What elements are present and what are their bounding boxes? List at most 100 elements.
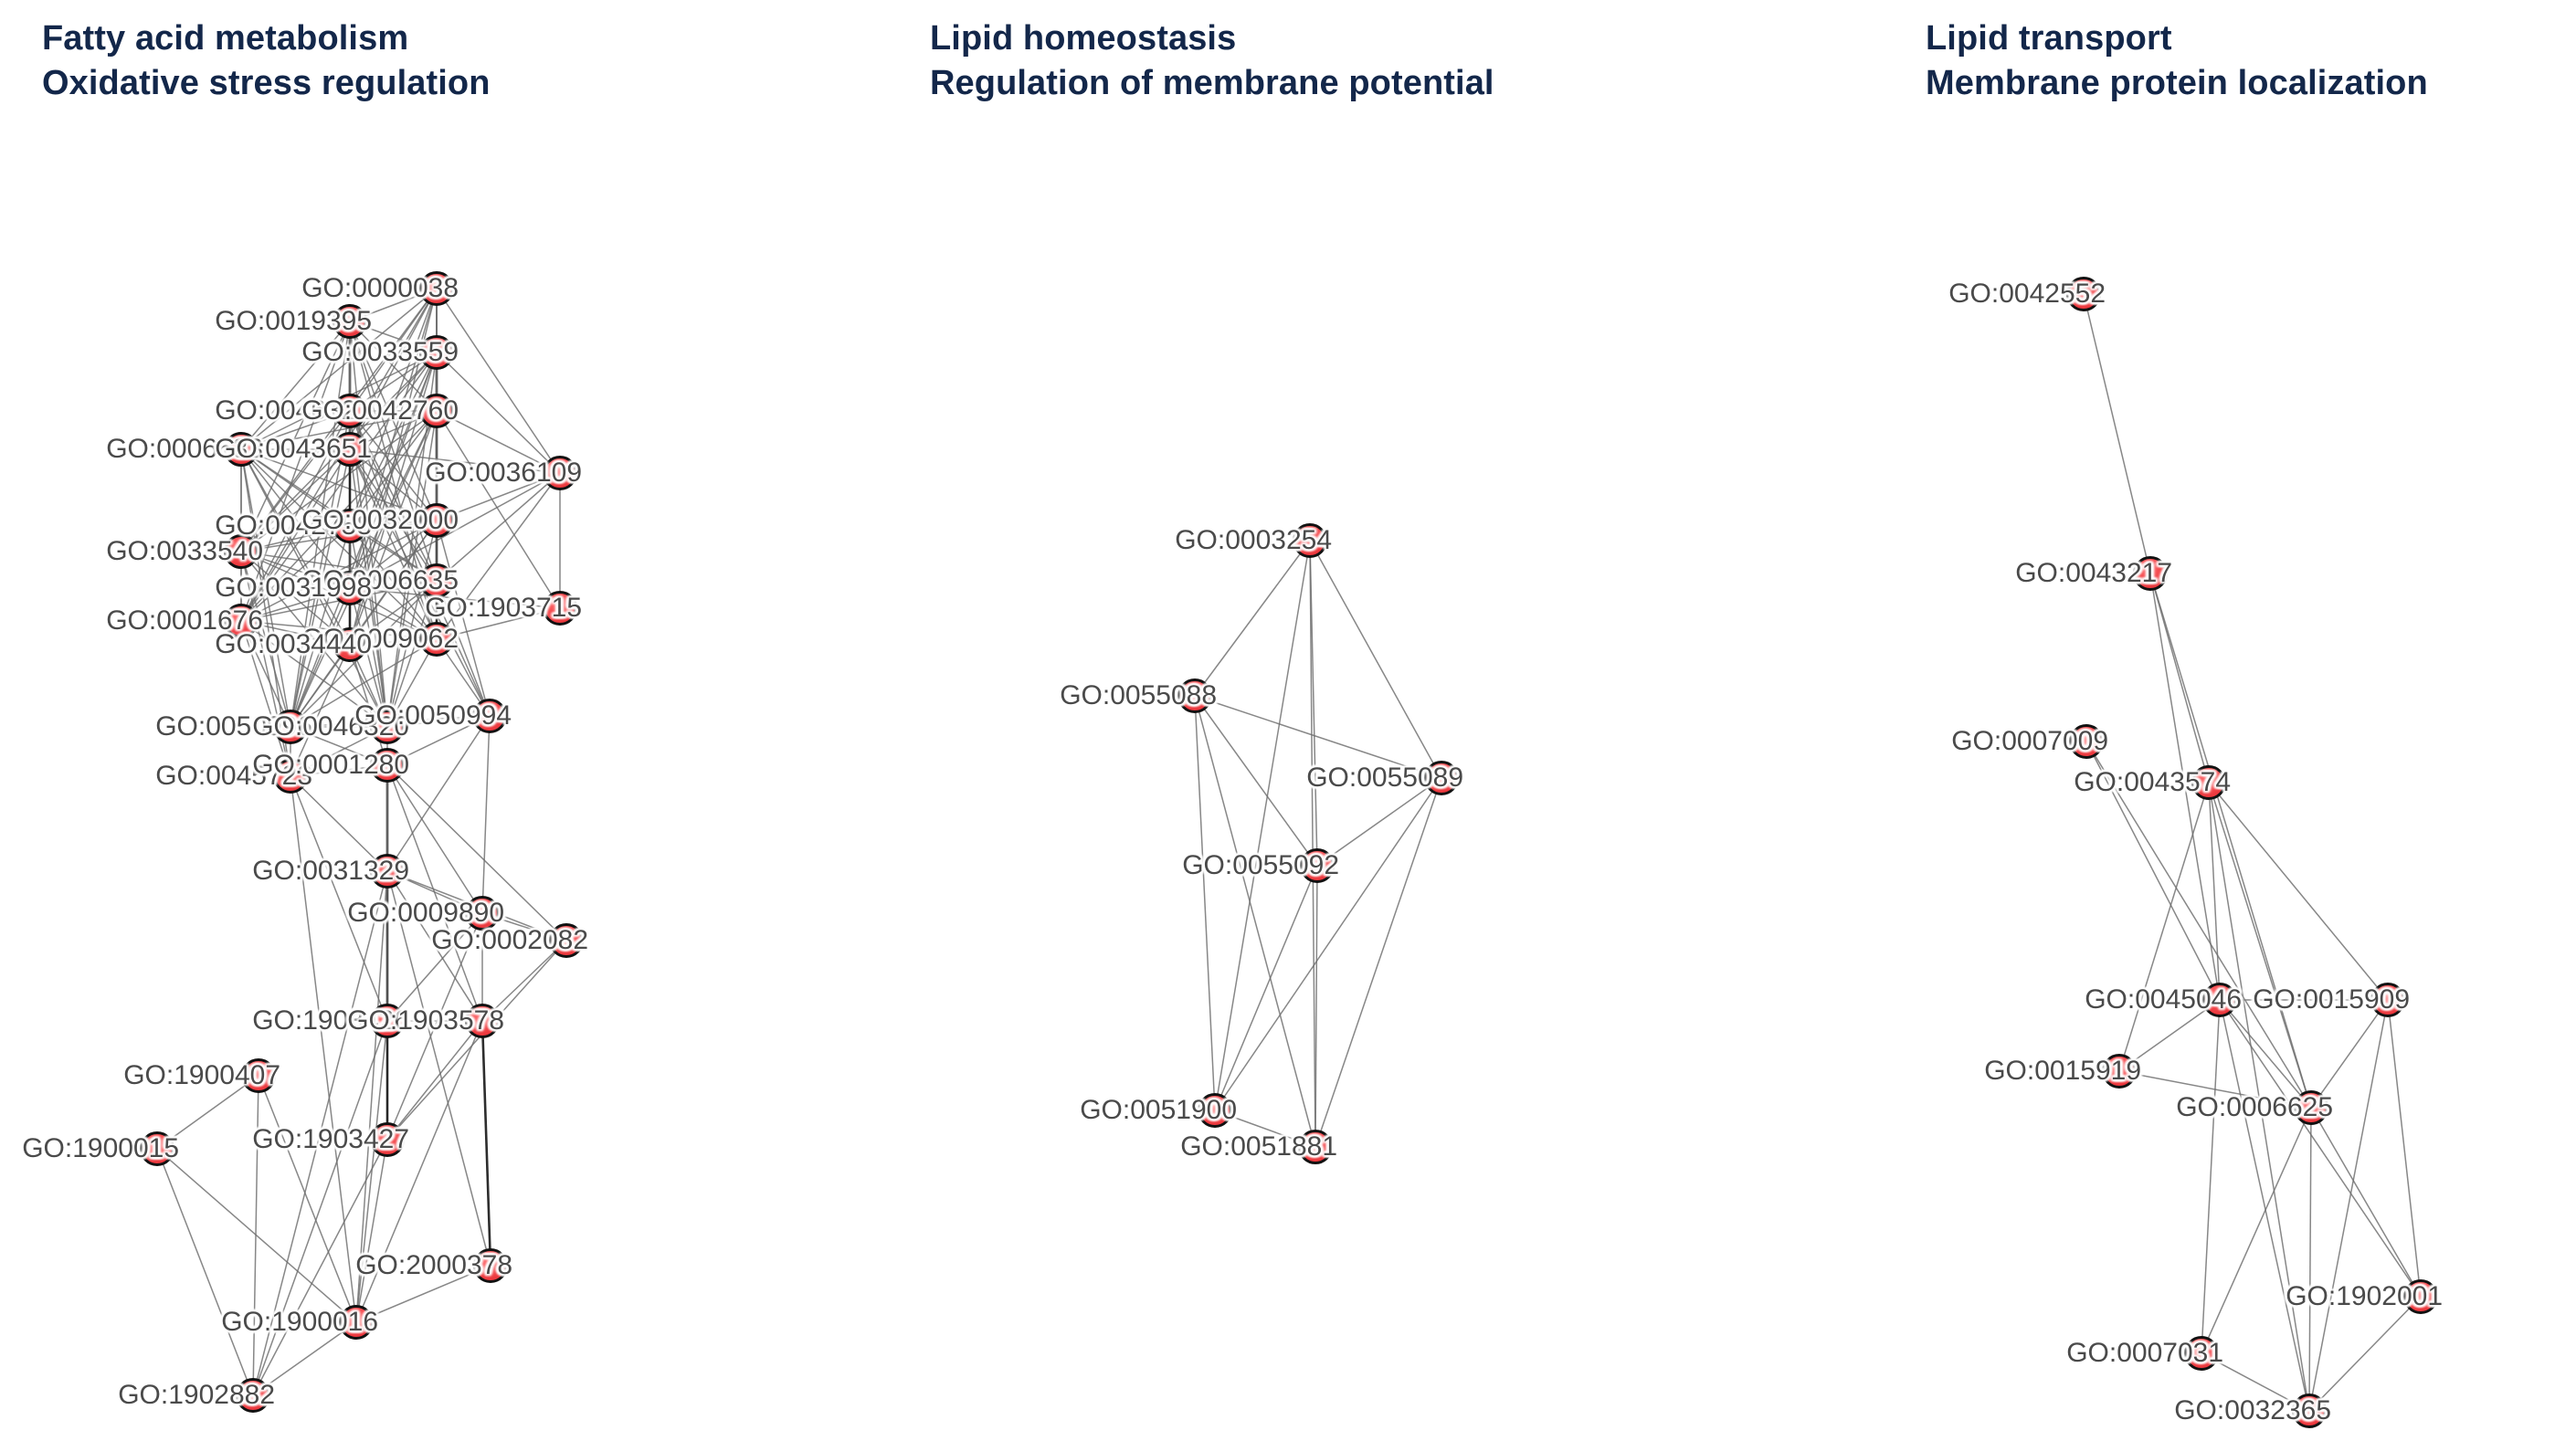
go-term-node[interactable] xyxy=(2294,1090,2328,1125)
network-edge xyxy=(386,912,483,1022)
network-edge xyxy=(240,410,438,450)
go-term-node[interactable] xyxy=(543,456,577,490)
go-term-node[interactable] xyxy=(2370,983,2405,1017)
go-term-node[interactable] xyxy=(236,1378,270,1413)
network-edge xyxy=(349,448,561,474)
go-term-node[interactable] xyxy=(370,710,405,744)
network-edge xyxy=(436,472,561,582)
go-term-node[interactable] xyxy=(241,1058,276,1093)
network-edge xyxy=(436,472,561,521)
go-term-node[interactable] xyxy=(549,923,584,958)
panel-lipid-transport: Lipid transport Membrane protein localiz… xyxy=(1873,0,2576,1441)
go-term-node[interactable] xyxy=(273,710,308,744)
network-edge xyxy=(1214,540,1311,1111)
go-term-node[interactable] xyxy=(140,1131,174,1166)
network-edge xyxy=(1214,865,1318,1111)
go-term-node[interactable] xyxy=(273,759,308,794)
go-term-node[interactable] xyxy=(370,748,405,783)
network-edge xyxy=(2083,293,2151,574)
network-edge xyxy=(2201,1107,2312,1354)
go-term-node[interactable] xyxy=(1298,1130,1333,1164)
go-term-node[interactable] xyxy=(1198,1093,1232,1128)
network-edge xyxy=(481,715,491,914)
go-term-node[interactable] xyxy=(472,699,507,733)
network-edge xyxy=(1194,540,1311,697)
network-edge xyxy=(349,520,438,589)
go-term-node[interactable] xyxy=(333,509,367,543)
go-term-node[interactable] xyxy=(1300,848,1335,883)
go-term-node[interactable] xyxy=(465,896,500,931)
panel-title-3: Lipid transport Membrane protein localiz… xyxy=(1926,16,2428,105)
network-edge xyxy=(2308,999,2389,1412)
go-term-node[interactable] xyxy=(419,503,454,538)
go-term-node[interactable] xyxy=(2403,1279,2438,1314)
network-edge xyxy=(355,1265,491,1323)
network-edge xyxy=(349,321,438,582)
network-edge xyxy=(240,551,438,582)
network-edge xyxy=(436,472,561,640)
network-edge xyxy=(2085,741,2221,1001)
go-term-node[interactable] xyxy=(419,271,454,306)
network-edge xyxy=(436,352,561,474)
go-term-node[interactable] xyxy=(2102,1054,2137,1089)
go-term-node[interactable] xyxy=(419,335,454,370)
network-edge xyxy=(240,410,351,552)
go-term-node[interactable] xyxy=(2133,556,2168,591)
go-term-node[interactable] xyxy=(224,432,259,467)
go-term-node[interactable] xyxy=(1293,523,1327,558)
network-edge xyxy=(436,580,491,717)
network-edge xyxy=(240,321,351,552)
network-edge xyxy=(240,525,351,622)
network-edge xyxy=(1314,865,1318,1148)
go-term-node[interactable] xyxy=(333,432,367,467)
go-term-node[interactable] xyxy=(2292,1394,2327,1428)
go-term-node[interactable] xyxy=(2066,277,2101,311)
go-term-node[interactable] xyxy=(419,622,454,657)
network-edge xyxy=(290,587,351,728)
network-edge xyxy=(386,870,483,1022)
go-term-node[interactable] xyxy=(465,1004,500,1038)
go-term-node[interactable] xyxy=(1177,678,1212,713)
network-edge xyxy=(290,775,388,1022)
panel-title-3-line1: Lipid transport xyxy=(1926,19,2172,58)
go-term-node[interactable] xyxy=(370,1004,405,1038)
go-term-node[interactable] xyxy=(543,591,577,626)
network-edge xyxy=(2310,999,2389,1109)
network-edge xyxy=(386,715,491,766)
network-edge xyxy=(386,1020,483,1141)
network-edge xyxy=(240,448,388,728)
go-term-node[interactable] xyxy=(2069,724,2104,759)
go-term-node[interactable] xyxy=(333,627,367,662)
go-term-node[interactable] xyxy=(2191,765,2226,800)
network-edge xyxy=(2219,999,2310,1412)
network-edge xyxy=(349,448,388,728)
go-term-node[interactable] xyxy=(2202,983,2237,1017)
go-term-node[interactable] xyxy=(333,304,367,339)
network-edge xyxy=(349,288,438,527)
network-edge xyxy=(290,775,357,1323)
go-term-node[interactable] xyxy=(419,563,454,598)
go-term-node[interactable] xyxy=(333,571,367,605)
network-edge xyxy=(240,551,351,589)
network-edge xyxy=(480,1020,492,1267)
go-term-node[interactable] xyxy=(2184,1336,2219,1371)
go-term-node[interactable] xyxy=(370,1122,405,1157)
network-edge xyxy=(2310,1107,2422,1298)
panel-lipid-homeostasis: Lipid homeostasis Regulation of membrane… xyxy=(913,0,1873,1441)
go-term-node[interactable] xyxy=(473,1248,508,1283)
network-edge xyxy=(290,352,438,728)
network-edge xyxy=(349,644,388,766)
go-term-node[interactable] xyxy=(339,1305,374,1340)
panel-title-2: Lipid homeostasis Regulation of membrane… xyxy=(930,16,1494,105)
go-term-node[interactable] xyxy=(224,534,259,569)
go-term-node[interactable] xyxy=(1424,761,1459,795)
network-edge xyxy=(252,1139,388,1396)
network-edge xyxy=(1309,540,1318,867)
network-edge xyxy=(481,940,567,1022)
network-edge xyxy=(355,1139,388,1323)
go-term-node[interactable] xyxy=(333,394,367,428)
go-term-node[interactable] xyxy=(370,854,405,889)
go-term-node[interactable] xyxy=(419,394,454,428)
go-term-node[interactable] xyxy=(224,604,259,638)
